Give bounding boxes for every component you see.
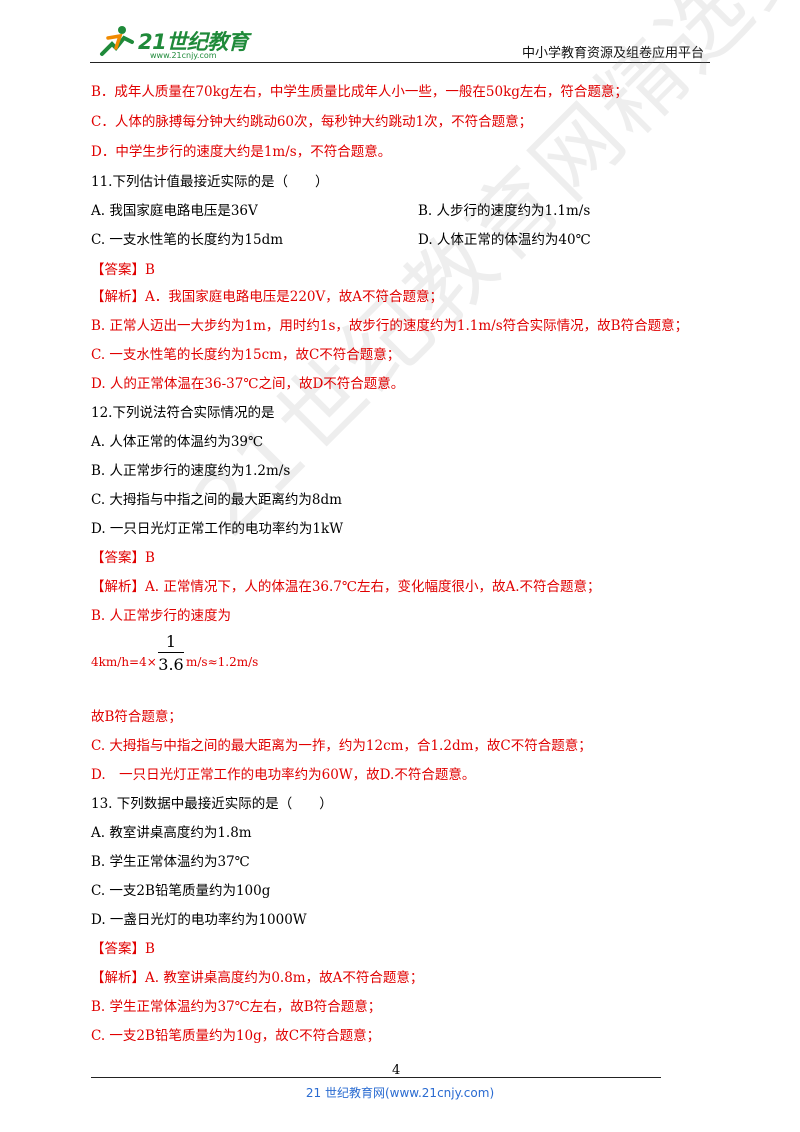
option-c: C. 一支水性笔的长度约为15dm (91, 232, 284, 248)
explanation-line: D. 人的正常体温在36-37℃之间，故D不符合题意。 (91, 376, 405, 392)
footer-divider (91, 1077, 661, 1078)
explanation-line: C. 一支2B铅笔质量约为10g，故C不符合题意； (91, 1028, 381, 1044)
fraction-denominator: 3.6 (158, 655, 184, 674)
option-a: A. 教室讲桌高度约为1.8m (91, 825, 252, 841)
option-b: B. 人步行的速度约为1.1m/s (418, 203, 591, 219)
page-number: 4 (392, 1063, 401, 1078)
explanation-line: B．成年人质量在70kg左右，中学生质量比成年人小一些，一般在50kg左右，符合… (91, 84, 628, 100)
formula-left: 4km/h=4× (91, 655, 157, 669)
explanation-line: C．人体的脉搏每分钟大约跳动60次，每秒钟大约跳动1次，不符合题意； (91, 114, 533, 130)
question-12: 12.下列说法符合实际情况的是 (91, 405, 275, 421)
explanation-line: B. 人正常步行的速度为 (91, 608, 232, 624)
question-11: 11.下列估计值最接近实际的是（ ） (91, 174, 329, 190)
runner-icon (100, 26, 134, 56)
explanation-line: C. 一支水性笔的长度约为15cm，故C不符合题意； (91, 347, 401, 363)
answer: 【答案】B (91, 550, 155, 566)
answer: 【答案】B (91, 941, 155, 957)
answer: 【答案】B (91, 262, 155, 278)
explanation-line: D．中学生步行的速度大约是1m/s，不符合题意。 (91, 144, 392, 160)
option-b: B. 人正常步行的速度约为1.2m/s (91, 463, 291, 479)
option-c: C. 一支2B铅笔质量约为100g (91, 883, 271, 899)
header-platform-name: 中小学教育资源及组卷应用平台 (521, 46, 704, 61)
option-a: A. 我国家庭电路电压是36V (91, 203, 258, 219)
explanation-line: C. 大拇指与中指之间的最大距离为一拃，约为12cm，合1.2dm，故C不符合题… (91, 738, 592, 754)
page-header: 21世纪教育 www.21cnjy.com 中小学教育资源及组卷应用平台 (90, 22, 710, 63)
footer-site-link[interactable]: 21 世纪教育网(www.21cnjy.com) (305, 1086, 495, 1100)
question-13: 13. 下列数据中最接近实际的是（ ） (91, 796, 333, 812)
explanation-line: 【解析】A. 正常情况下，人的体温在36.7℃左右，变化幅度很小，故A.不符合题… (91, 579, 601, 595)
logo-text: 21世纪教育 (138, 30, 249, 54)
explanation-line: 【解析】A．我国家庭电路电压是220V，故A不符合题意； (91, 289, 444, 305)
fraction: 1 3.6 (158, 632, 184, 674)
formula-right: m/s≈1.2m/s (186, 655, 259, 669)
option-d: D. 一盏日光灯的电功率约为1000W (91, 912, 307, 928)
explanation-line: 【解析】A. 教室讲桌高度约为0.8m，故A不符合题意； (91, 970, 424, 986)
option-b: B. 学生正常体温约为37℃ (91, 854, 250, 870)
option-c: C. 大拇指与中指之间的最大距离约为8dm (91, 492, 342, 508)
explanation-line: D. 一只日光灯正常工作的电功率约为60W，故D.不符合题意。 (91, 767, 476, 783)
logo-url: www.21cnjy.com (150, 51, 217, 60)
explanation-line: B. 正常人迈出一大步约为1m，用时约1s，故步行的速度约为1.1m/s符合实际… (91, 318, 689, 334)
option-d: D. 人体正常的体温约为40℃ (418, 232, 591, 248)
option-d: D. 一只日光灯正常工作的电功率约为1kW (91, 521, 344, 537)
explanation-line: 故B符合题意； (91, 709, 182, 725)
site-logo: 21世纪教育 www.21cnjy.com (94, 24, 254, 62)
fraction-numerator: 1 (158, 632, 184, 653)
option-a: A. 人体正常的体温约为39℃ (91, 434, 264, 450)
explanation-line: B. 学生正常体温约为37℃左右，故B符合题意； (91, 999, 382, 1015)
